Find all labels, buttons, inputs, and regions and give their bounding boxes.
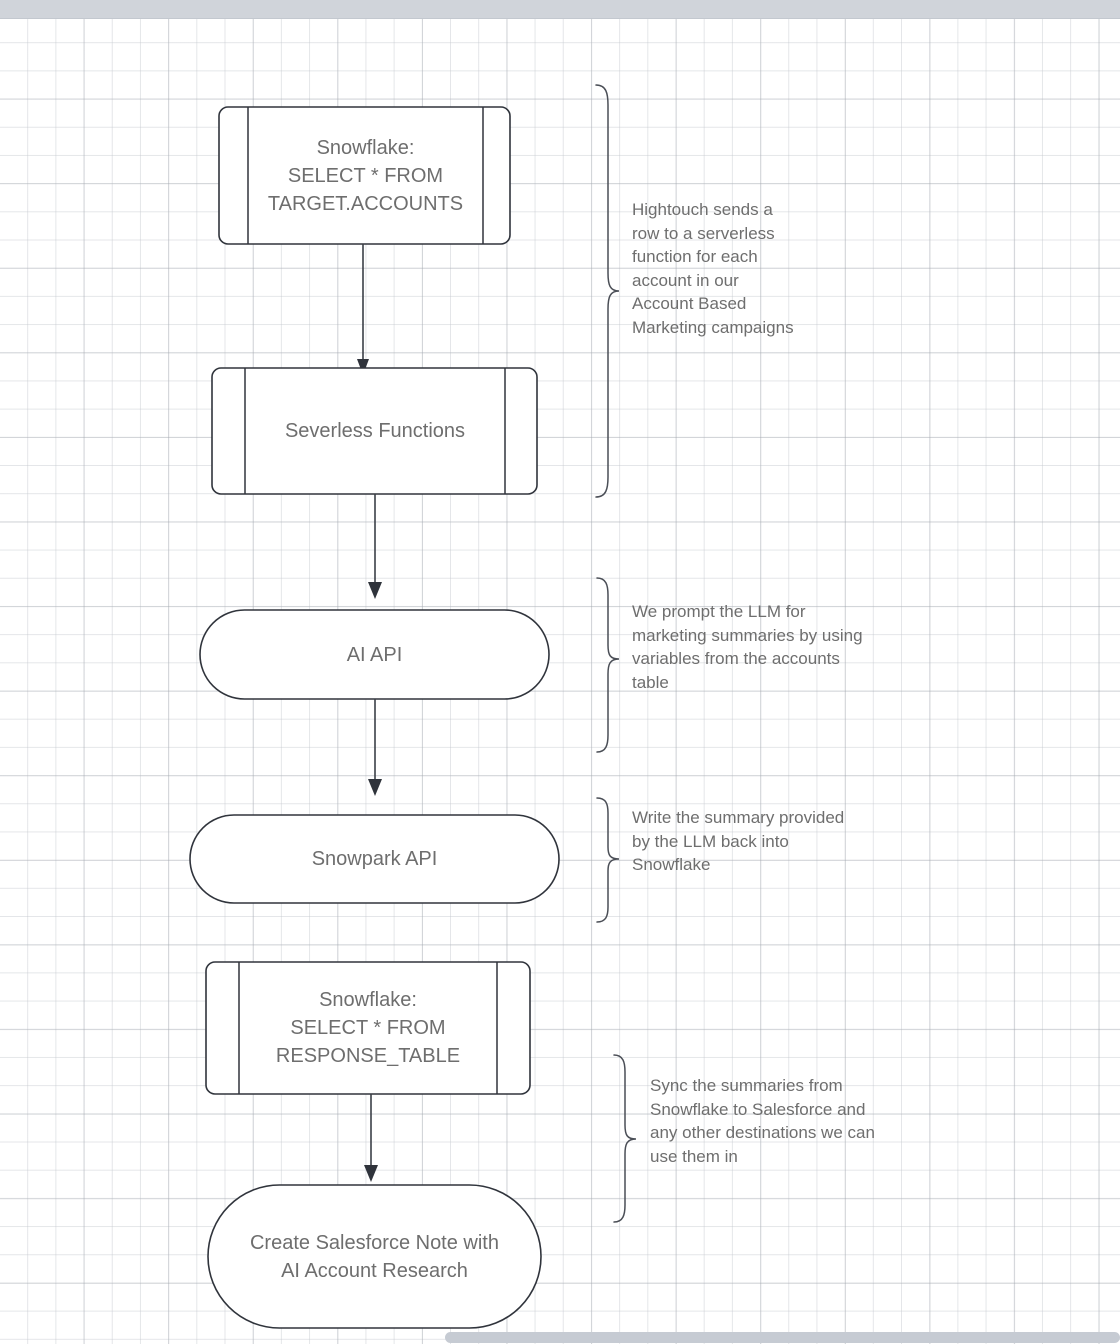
diagram-canvas[interactable]: Snowflake: SELECT * FROM TARGET.ACCOUNTS… xyxy=(0,19,1120,1344)
brace-annotation-hightouch xyxy=(595,84,620,498)
edge-serverless-to-aiapi xyxy=(368,494,382,599)
edge-aiapi-to-snowpark xyxy=(368,699,382,796)
annotation-hightouch: Hightouch sends a row to a serverless fu… xyxy=(632,200,794,337)
node-ai-api[interactable] xyxy=(199,609,550,700)
edge-source-to-serverless xyxy=(357,244,369,375)
horizontal-scrollbar-thumb[interactable] xyxy=(445,1332,1120,1343)
node-salesforce-note[interactable] xyxy=(207,1184,542,1329)
node-snowpark-api[interactable] xyxy=(189,814,560,904)
horizontal-scrollbar[interactable] xyxy=(0,1330,1120,1344)
annotation-writeback: Write the summary provided by the LLM ba… xyxy=(632,808,845,875)
node-snowflake-response[interactable] xyxy=(205,961,531,1095)
flowchart-svg xyxy=(189,84,637,1329)
node-serverless-functions[interactable] xyxy=(211,367,538,495)
brace-annotation-sync xyxy=(613,1054,637,1223)
annotation-sync: Sync the summaries from Snowflake to Sal… xyxy=(650,1076,875,1166)
window-title-bar xyxy=(0,0,1120,19)
brace-annotation-prompt xyxy=(596,577,620,753)
node-snowflake-source[interactable] xyxy=(218,106,511,245)
edge-response-to-salesforce xyxy=(364,1094,378,1182)
annotation-prompt: We prompt the LLM for marketing summarie… xyxy=(632,602,863,692)
brace-annotation-writeback xyxy=(596,797,620,923)
